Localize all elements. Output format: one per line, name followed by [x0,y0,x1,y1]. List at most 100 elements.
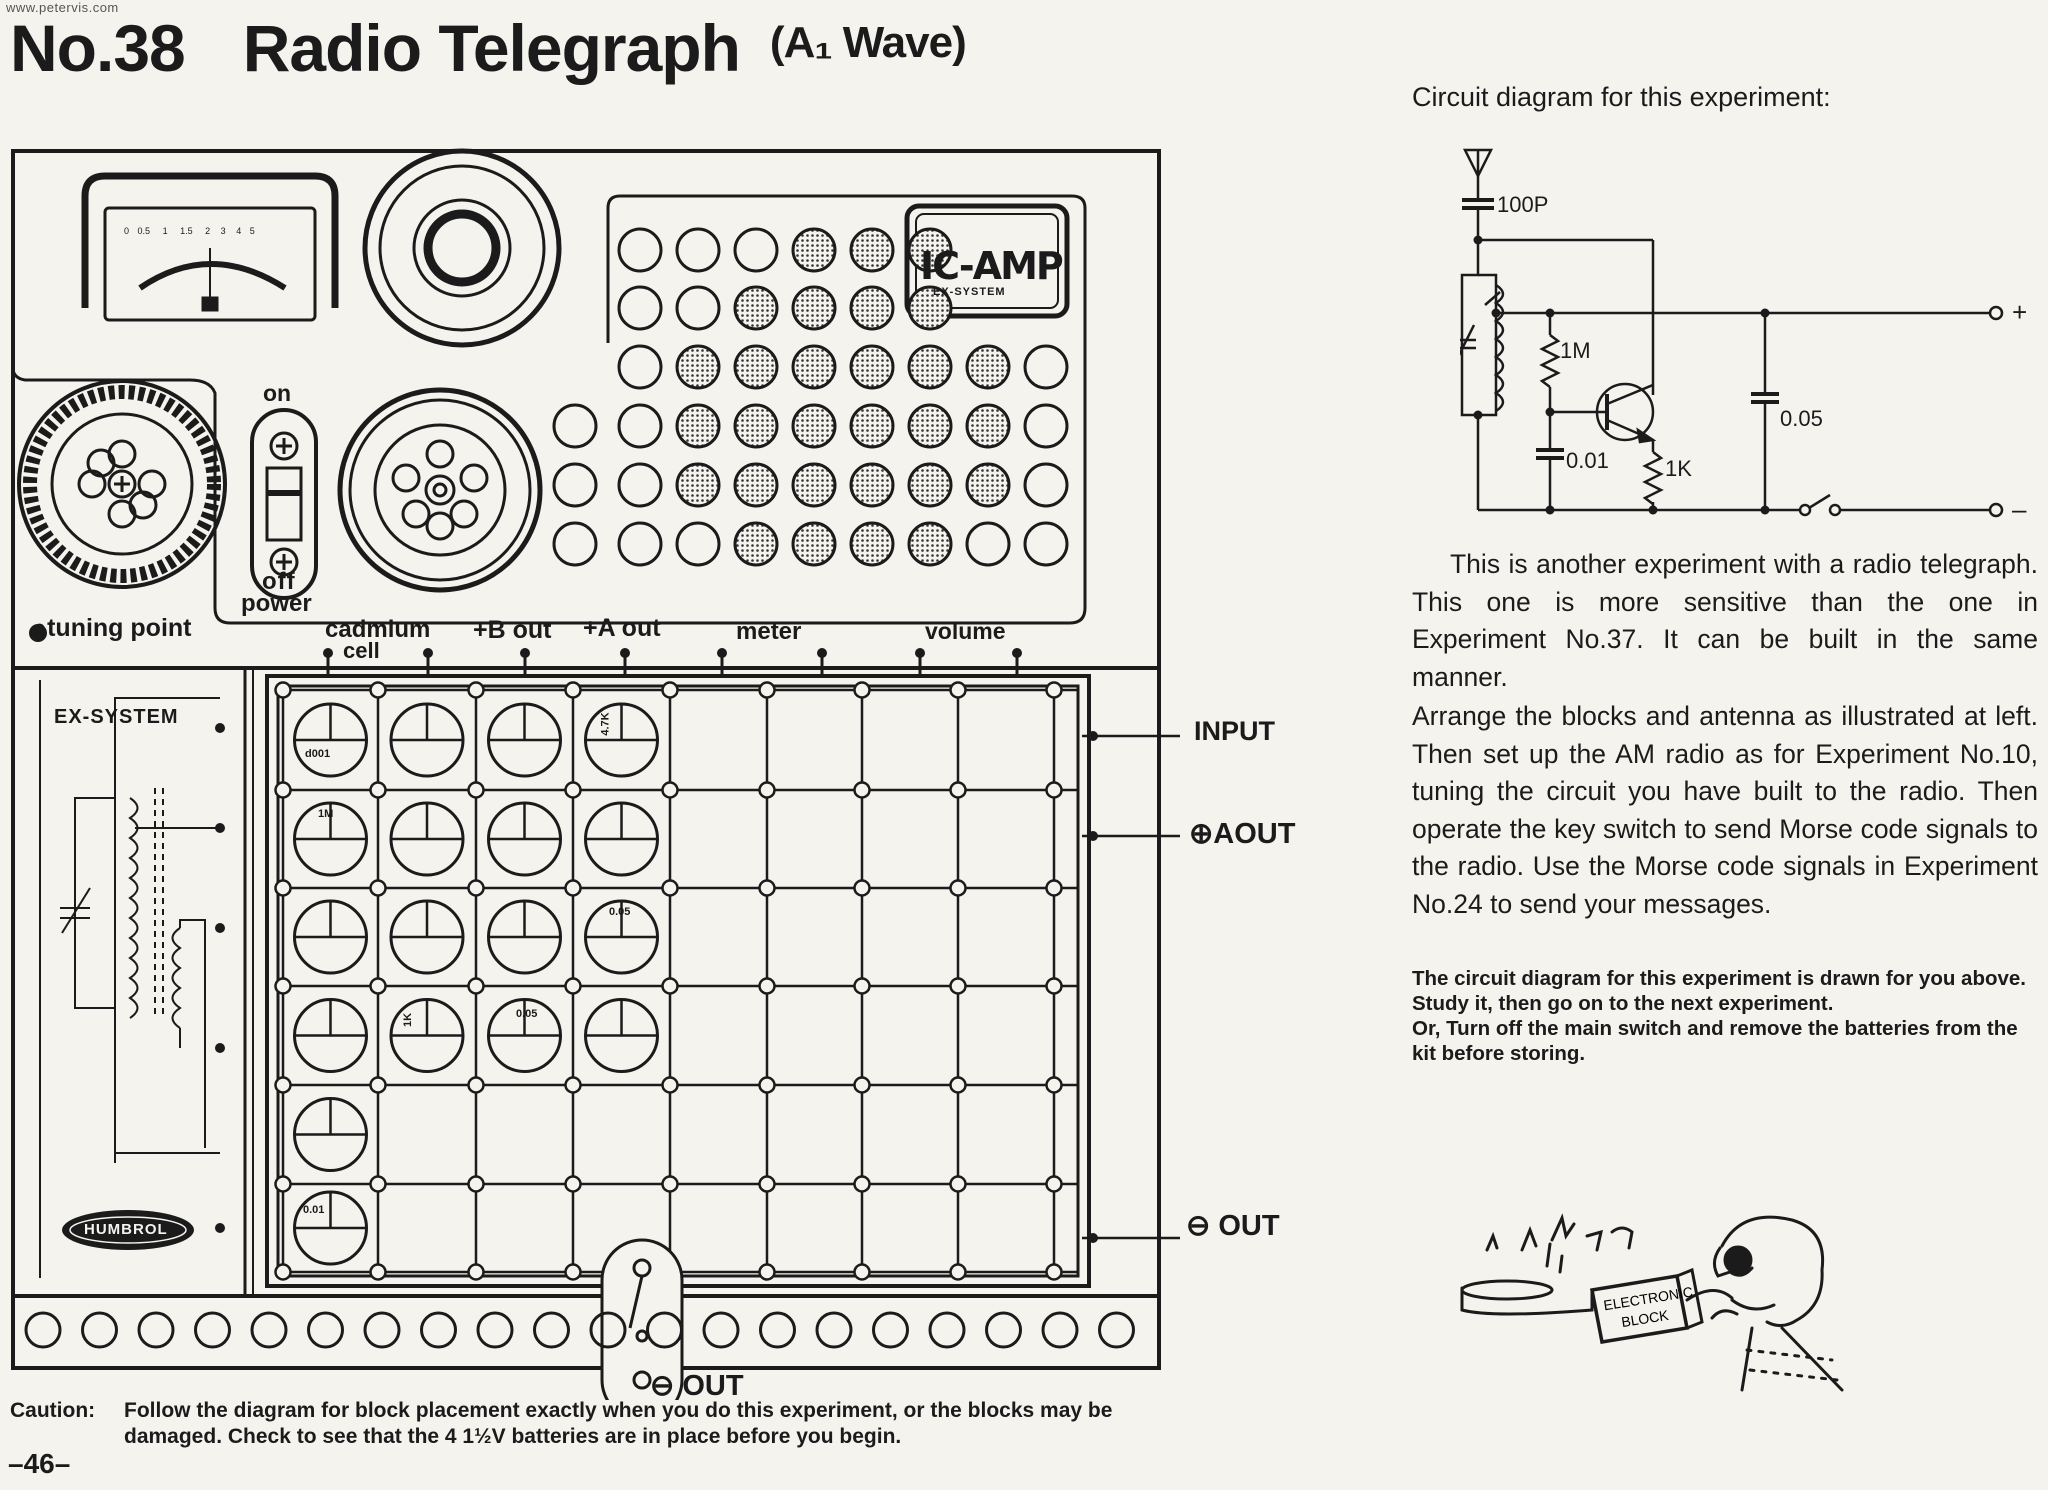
component-block [584,899,659,975]
paragraph-instructions-text: Arrange the blocks and antenna as illust… [1412,701,2038,919]
label-005: 0.05 [1780,406,1823,431]
grid-node [853,781,871,799]
panel-hole [1023,521,1069,567]
grid-node [467,879,485,897]
grid-base [265,674,1091,1288]
panel-hole [733,462,779,508]
component-block [293,1190,368,1266]
grid-node [661,681,679,699]
grid-node [949,1076,967,1094]
grid-node [1045,781,1063,799]
cartoon-block-line2: BLOCK [1620,1307,1670,1330]
panel-hole [675,462,721,508]
grid-node [369,681,387,699]
grid-node [949,681,967,699]
grid-node [467,681,485,699]
circuit-caption: Circuit diagram for this experiment: [1412,82,1831,112]
panel-hole [733,403,779,449]
panel-hole [907,403,953,449]
brand-label: HUMBROL [84,1221,168,1238]
panel-hole [675,285,721,331]
component-block [293,1097,368,1172]
terminal-volume: volume [925,618,1006,644]
bottom-hole [815,1311,853,1349]
meter [81,172,339,322]
terminal-cadmium: cadmium [325,616,431,643]
ic-amp-title: IC-AMP [920,244,1064,288]
scientist-cartoon: ELECTRONIC BLOCK [1460,1213,1844,1392]
grid-node [467,1076,485,1094]
bottom-hole [702,1311,740,1349]
bottom-hole [1098,1311,1135,1349]
cartoon-block-line1: ELECTRONIC [1602,1283,1694,1313]
component-block [584,801,659,877]
grid-node [467,1175,485,1193]
grid-node [467,977,485,995]
board-illustration [11,148,1180,1400]
panel-hole [1023,344,1069,390]
bottom-hole [363,1311,401,1349]
grid-node [564,1263,582,1281]
block-value-6: 0.05 [516,1008,538,1020]
ic-amp-subtitle: EX-SYSTEM [933,286,1006,298]
grid-node [369,1076,387,1094]
bottom-hole [420,1311,457,1349]
grid-node [274,1263,292,1281]
grid-node [274,1175,292,1193]
label-minus: – [2012,494,2027,524]
volume-dial [337,387,543,593]
component-block [293,899,368,975]
panel-hole [733,227,779,273]
panel-hole [907,462,953,508]
bottom-hole [250,1311,288,1349]
component-block [389,899,465,975]
bottom-hole [928,1311,966,1349]
panel-hole [965,521,1011,567]
grid-node [274,781,292,799]
component-block [584,702,659,778]
panel-hole [675,344,721,390]
bottom-hole [646,1311,683,1349]
bottom-hole [872,1311,909,1349]
panel-hole [907,521,953,567]
out-label-right: ⊖ OUT [1186,1210,1280,1242]
experiment-subtitle: (A₁ Wave) [769,18,967,67]
grid-node [369,781,387,799]
panel-hole [791,227,837,273]
side-coil [60,697,220,1163]
block-value-7: 0.01 [303,1204,325,1216]
tuning-dial [17,379,227,589]
meter-tick: 3 [220,226,226,236]
terminal-cell: cell [343,638,380,663]
caution-key: Caution: [10,1399,96,1422]
panel-hole [675,227,721,273]
panel-hole [552,462,598,508]
board-frame [11,149,1161,1370]
panel-hole [849,227,895,273]
panel-hole [617,521,663,567]
meter-tick: 4 [236,226,242,236]
grid-node [949,1263,967,1281]
panel-hole [849,344,895,390]
component-block [487,801,562,877]
grid-node [564,879,582,897]
key-switch-block [600,1238,684,1400]
panel-hole [849,285,895,331]
block-value-1: d001 [305,748,331,760]
panel-hole [617,227,663,273]
grid-node [274,1076,292,1094]
panel-hole [965,344,1011,390]
grid-node [564,781,582,799]
grid-node [661,781,679,799]
component-block [584,998,659,1073]
grid-node [758,1076,776,1094]
meter-tick: 5 [249,226,255,236]
input-label: INPUT [1194,716,1275,746]
grid-node [1045,681,1063,699]
grid-node [949,1175,967,1193]
component-block [389,702,465,778]
experiment-name: Radio Telegraph [242,11,741,85]
grid-node [949,781,967,799]
panel-hole [907,227,953,273]
meter-tick: 1 [162,226,168,236]
